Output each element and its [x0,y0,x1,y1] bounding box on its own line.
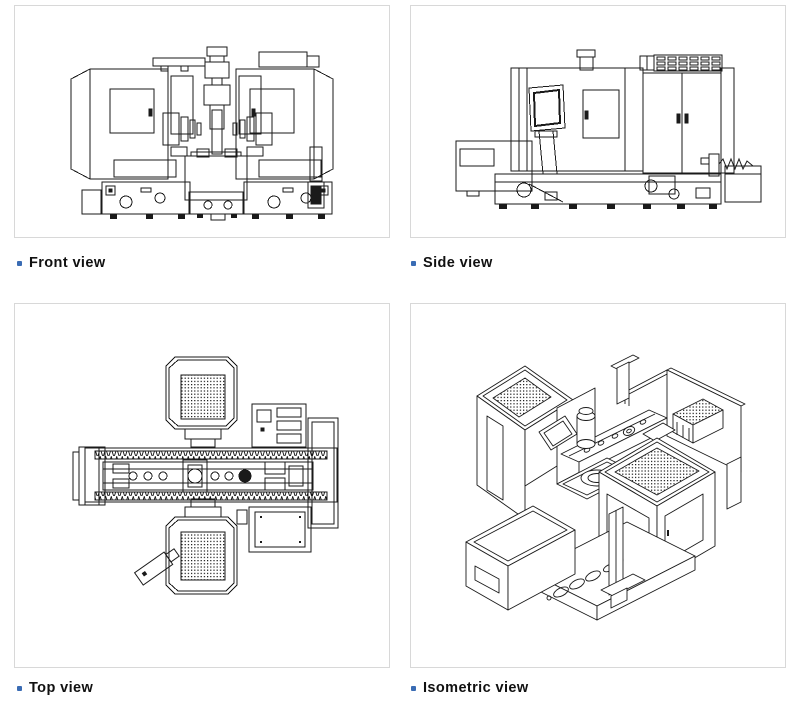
side-view-drawing [455,49,762,209]
bullet-icon [411,260,416,266]
bullet-icon [17,260,22,266]
front-view-drawing [70,46,334,221]
front-view-label: Front view [29,255,106,271]
top-view-label: Top view [29,680,94,696]
side-view-panel [410,5,786,238]
top-view-caption: Top view [17,679,93,697]
bullet-icon [17,685,22,691]
side-view-caption: Side view [411,254,493,272]
isometric-view-caption: Isometric view [411,679,529,697]
front-view-panel [14,5,390,238]
top-view-drawing [72,356,339,595]
top-view-panel [14,303,390,668]
front-view-caption: Front view [17,254,106,272]
isometric-view-drawing [465,354,746,621]
side-view-label: Side view [423,255,493,271]
bullet-icon [411,685,416,691]
isometric-view-label: Isometric view [423,680,529,696]
isometric-view-panel [410,303,786,668]
